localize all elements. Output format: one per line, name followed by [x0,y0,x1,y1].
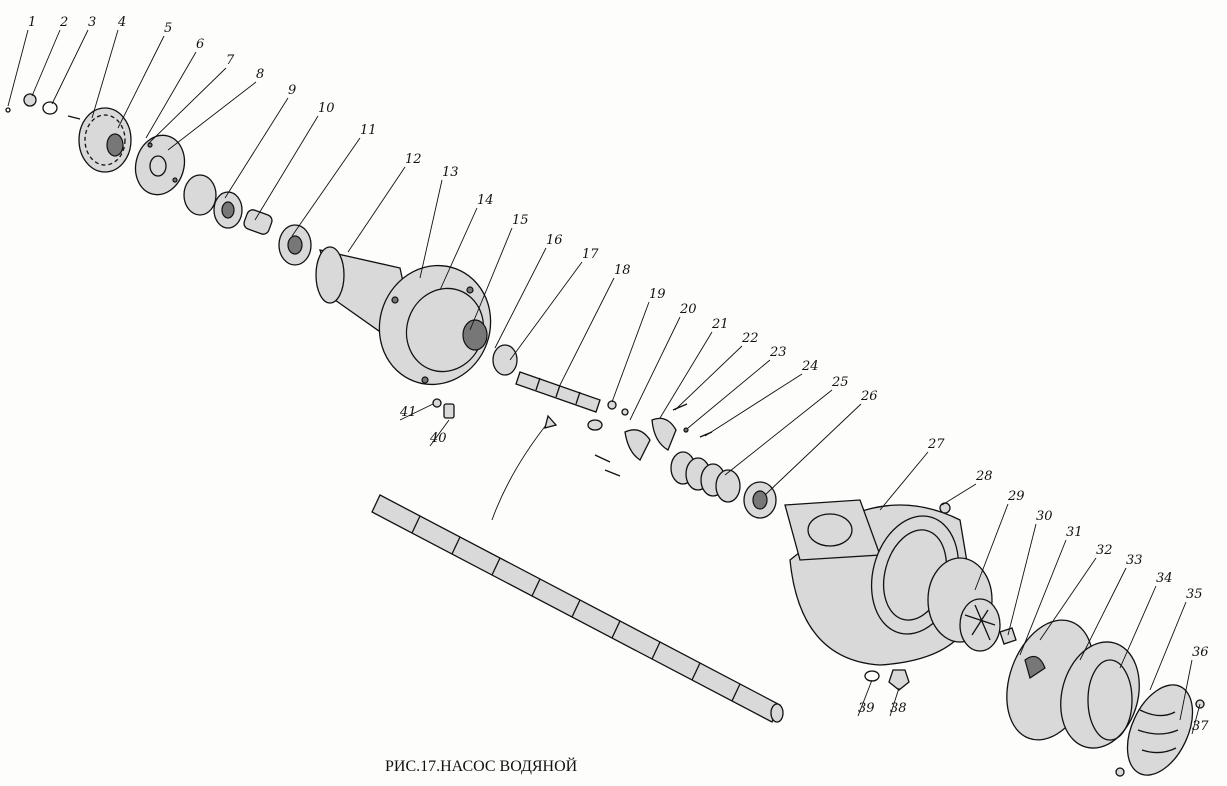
callout-label-24: 24 [801,359,819,374]
callout-label-25: 25 [831,375,849,390]
callout-label-21: 21 [711,317,729,332]
leader-line-31 [1019,539,1067,656]
leader-line-35 [1149,601,1187,691]
callout-label-32: 32 [1096,543,1113,558]
leader-line-11 [291,137,361,237]
leader-line-7 [147,67,227,145]
leader-line-29 [974,503,1009,591]
callout-label-36: 36 [1192,645,1209,660]
leader-line-24 [704,373,803,437]
callout-label-28: 28 [975,469,993,484]
callout-label-37: 37 [1192,719,1209,734]
callout-label-6: 6 [196,37,204,52]
callout-label-33: 33 [1126,553,1143,568]
part-shaft-short [515,371,621,477]
leader-lines [7,29,1201,735]
leader-line-9 [224,97,289,199]
part-bearing-housing [315,246,518,386]
callout-label-2: 2 [59,15,68,30]
callout-label-41: 41 [399,405,417,420]
part-long-shaft [371,414,784,723]
callout-label-22: 22 [741,331,759,346]
leader-line-4 [91,29,119,119]
callout-label-8: 8 [256,67,264,82]
callout-label-9: 9 [288,83,296,98]
callout-label-14: 14 [477,193,494,208]
leader-line-34 [1119,585,1157,669]
callout-label-16: 16 [546,233,563,248]
callout-label-34: 34 [1156,571,1173,586]
part-gear [78,107,132,173]
leader-line-37 [1191,703,1201,735]
leader-line-22 [674,345,743,411]
callout-label-19: 19 [649,287,666,302]
callout-label-3: 3 [88,15,96,30]
leader-line-16 [494,247,547,349]
leader-line-19 [611,301,650,403]
callout-label-23: 23 [769,345,787,360]
leader-line-40 [429,419,450,447]
leader-line-10 [254,115,319,221]
leader-line-21 [659,331,713,419]
leader-line-18 [559,277,615,386]
callout-label-26: 26 [860,389,878,404]
leader-line-26 [764,403,862,496]
leader-line-20 [629,316,681,421]
callout-label-27: 27 [927,437,945,452]
callout-label-12: 12 [405,152,422,167]
part-flange-plate [134,134,186,196]
callout-label-40: 40 [429,431,447,446]
part-cover-gasket [1006,619,1205,777]
part-seal-keys-19-24 [607,400,713,461]
leader-line-30 [1007,523,1037,636]
callout-label-18: 18 [614,263,631,278]
callout-label-38: 38 [890,701,907,716]
leader-line-41 [399,403,434,421]
part-small-fittings-40-41 [432,398,455,419]
leader-line-27 [879,451,929,511]
leader-line-14 [439,207,478,291]
leader-line-2 [31,29,61,97]
leader-line-8 [167,81,257,151]
part-bearings [183,174,312,266]
leader-line-36 [1179,659,1193,721]
leader-line-3 [51,29,89,105]
part-packing-rings [670,451,777,519]
callout-label-39: 39 [858,701,875,716]
leader-line-17 [509,261,583,361]
leader-line-13 [419,179,443,279]
callout-label-35: 35 [1186,587,1203,602]
part-nut-small [5,93,81,120]
callout-label-5: 5 [164,21,172,36]
figure-caption: РИС.17.НАСОС ВОДЯНОЙ [385,756,578,775]
leader-line-33 [1079,567,1127,661]
leader-line-5 [117,35,165,129]
callout-label-17: 17 [582,247,599,262]
callout-label-10: 10 [318,101,335,116]
leader-line-1 [7,29,29,107]
callout-label-4: 4 [117,15,126,30]
leader-line-23 [687,359,771,429]
callout-label-13: 13 [442,165,459,180]
part-impeller [927,557,1017,652]
leader-line-15 [469,227,513,331]
callout-label-11: 11 [360,123,377,138]
leader-line-28 [941,483,977,506]
leader-line-39 [857,679,873,717]
callout-label-15: 15 [512,213,529,228]
leader-line-38 [889,687,900,717]
leader-line-12 [347,166,406,253]
leader-line-25 [724,389,833,476]
callout-label-31: 31 [1066,525,1083,540]
callout-label-20: 20 [679,302,697,317]
leader-line-6 [145,51,197,139]
callout-label-30: 30 [1036,509,1053,524]
callout-label-7: 7 [226,53,235,68]
callout-label-29: 29 [1007,489,1025,504]
callout-label-1: 1 [28,15,36,30]
leader-line-32 [1039,557,1097,641]
